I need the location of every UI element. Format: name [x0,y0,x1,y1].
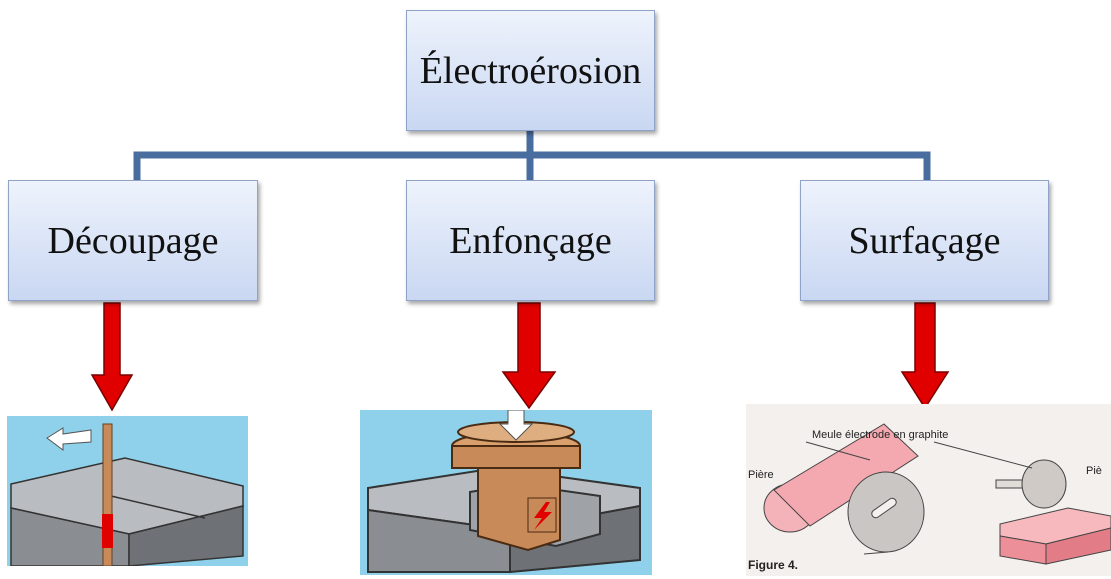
leader-line-right [933,441,1033,469]
electrode-wire [102,423,113,566]
figure-caption: Figure 4. [748,558,798,572]
sinking-illustration [360,410,652,575]
leader-line-left [805,441,871,461]
disc-slot [871,497,897,519]
root-box-electroerosion: Électroérosion [406,10,655,131]
label-piece-right: Piè [1086,465,1102,477]
workpiece-front-left [10,507,130,566]
cut-slot [110,495,206,519]
direction-arrow [863,551,889,555]
label-piece-left: Pière [748,469,774,481]
branch-label-surfacage: Surfaçage [848,219,1001,262]
arrow-enfoncage [501,302,557,410]
branch-label-decoupage: Découpage [47,219,219,262]
workpiece-front-right [128,505,244,566]
arrow-decoupage [90,302,134,412]
pressure-arrow [498,410,534,441]
arrow-surfacage [900,302,950,410]
surfacing-illustration: Meule électrode en graphite Pière Piè Fi… [746,404,1111,576]
wire-cutting-illustration [7,416,248,566]
spark-icon [534,502,552,530]
branch-box-decoupage: Découpage [8,180,258,301]
branch-box-surfacage: Surfaçage [800,180,1049,301]
wheel-electrode [1021,459,1067,509]
motion-arrow [46,427,92,451]
electrode-head-band [451,445,581,469]
branch-box-enfoncage: Enfonçage [406,180,655,301]
spark-zone [102,514,113,548]
workpiece-block-side [1045,527,1111,565]
graphite-wheel-cylinder [773,423,919,527]
root-label: Électroérosion [419,49,642,92]
branch-label-enfoncage: Enfonçage [449,219,612,262]
label-graphite-wheel: Meule électrode en graphite [812,429,948,441]
